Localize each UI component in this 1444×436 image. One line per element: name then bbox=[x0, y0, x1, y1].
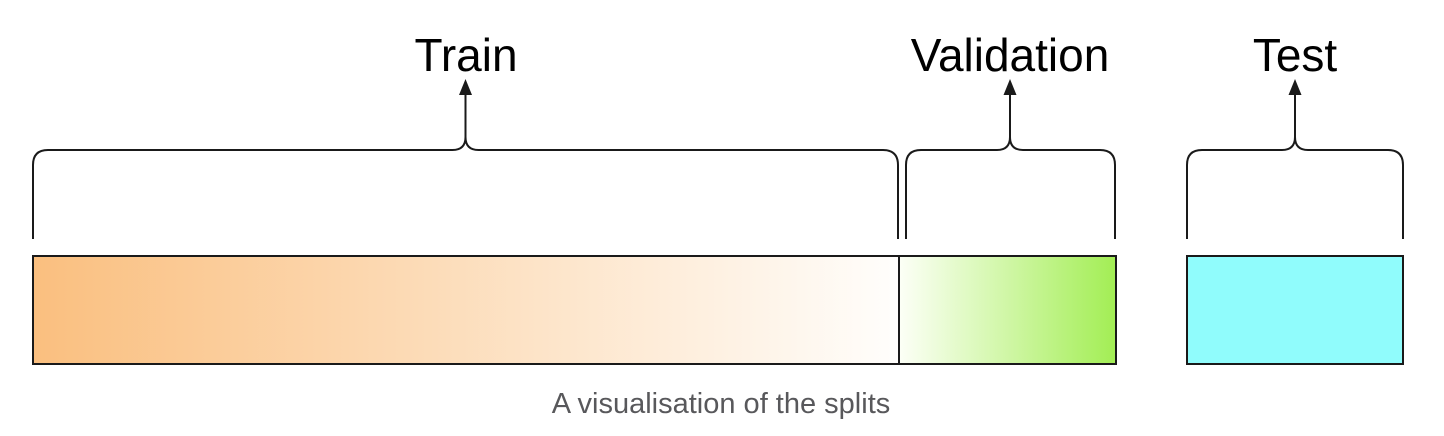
caption: A visualisation of the splits bbox=[551, 388, 891, 420]
validation-bar bbox=[898, 255, 1117, 365]
test-arrowhead-icon bbox=[1288, 79, 1302, 95]
train-label: Train bbox=[414, 29, 518, 81]
train-arrowhead-icon bbox=[459, 79, 472, 95]
validation-brace bbox=[905, 136, 1116, 239]
train-brace bbox=[32, 136, 899, 239]
validation-arrowhead-icon bbox=[1003, 79, 1017, 95]
validation-label: Validation bbox=[910, 29, 1110, 81]
train-bar bbox=[32, 255, 900, 365]
test-brace bbox=[1186, 136, 1404, 239]
test-bar bbox=[1186, 255, 1404, 365]
test-label: Test bbox=[1252, 29, 1338, 81]
